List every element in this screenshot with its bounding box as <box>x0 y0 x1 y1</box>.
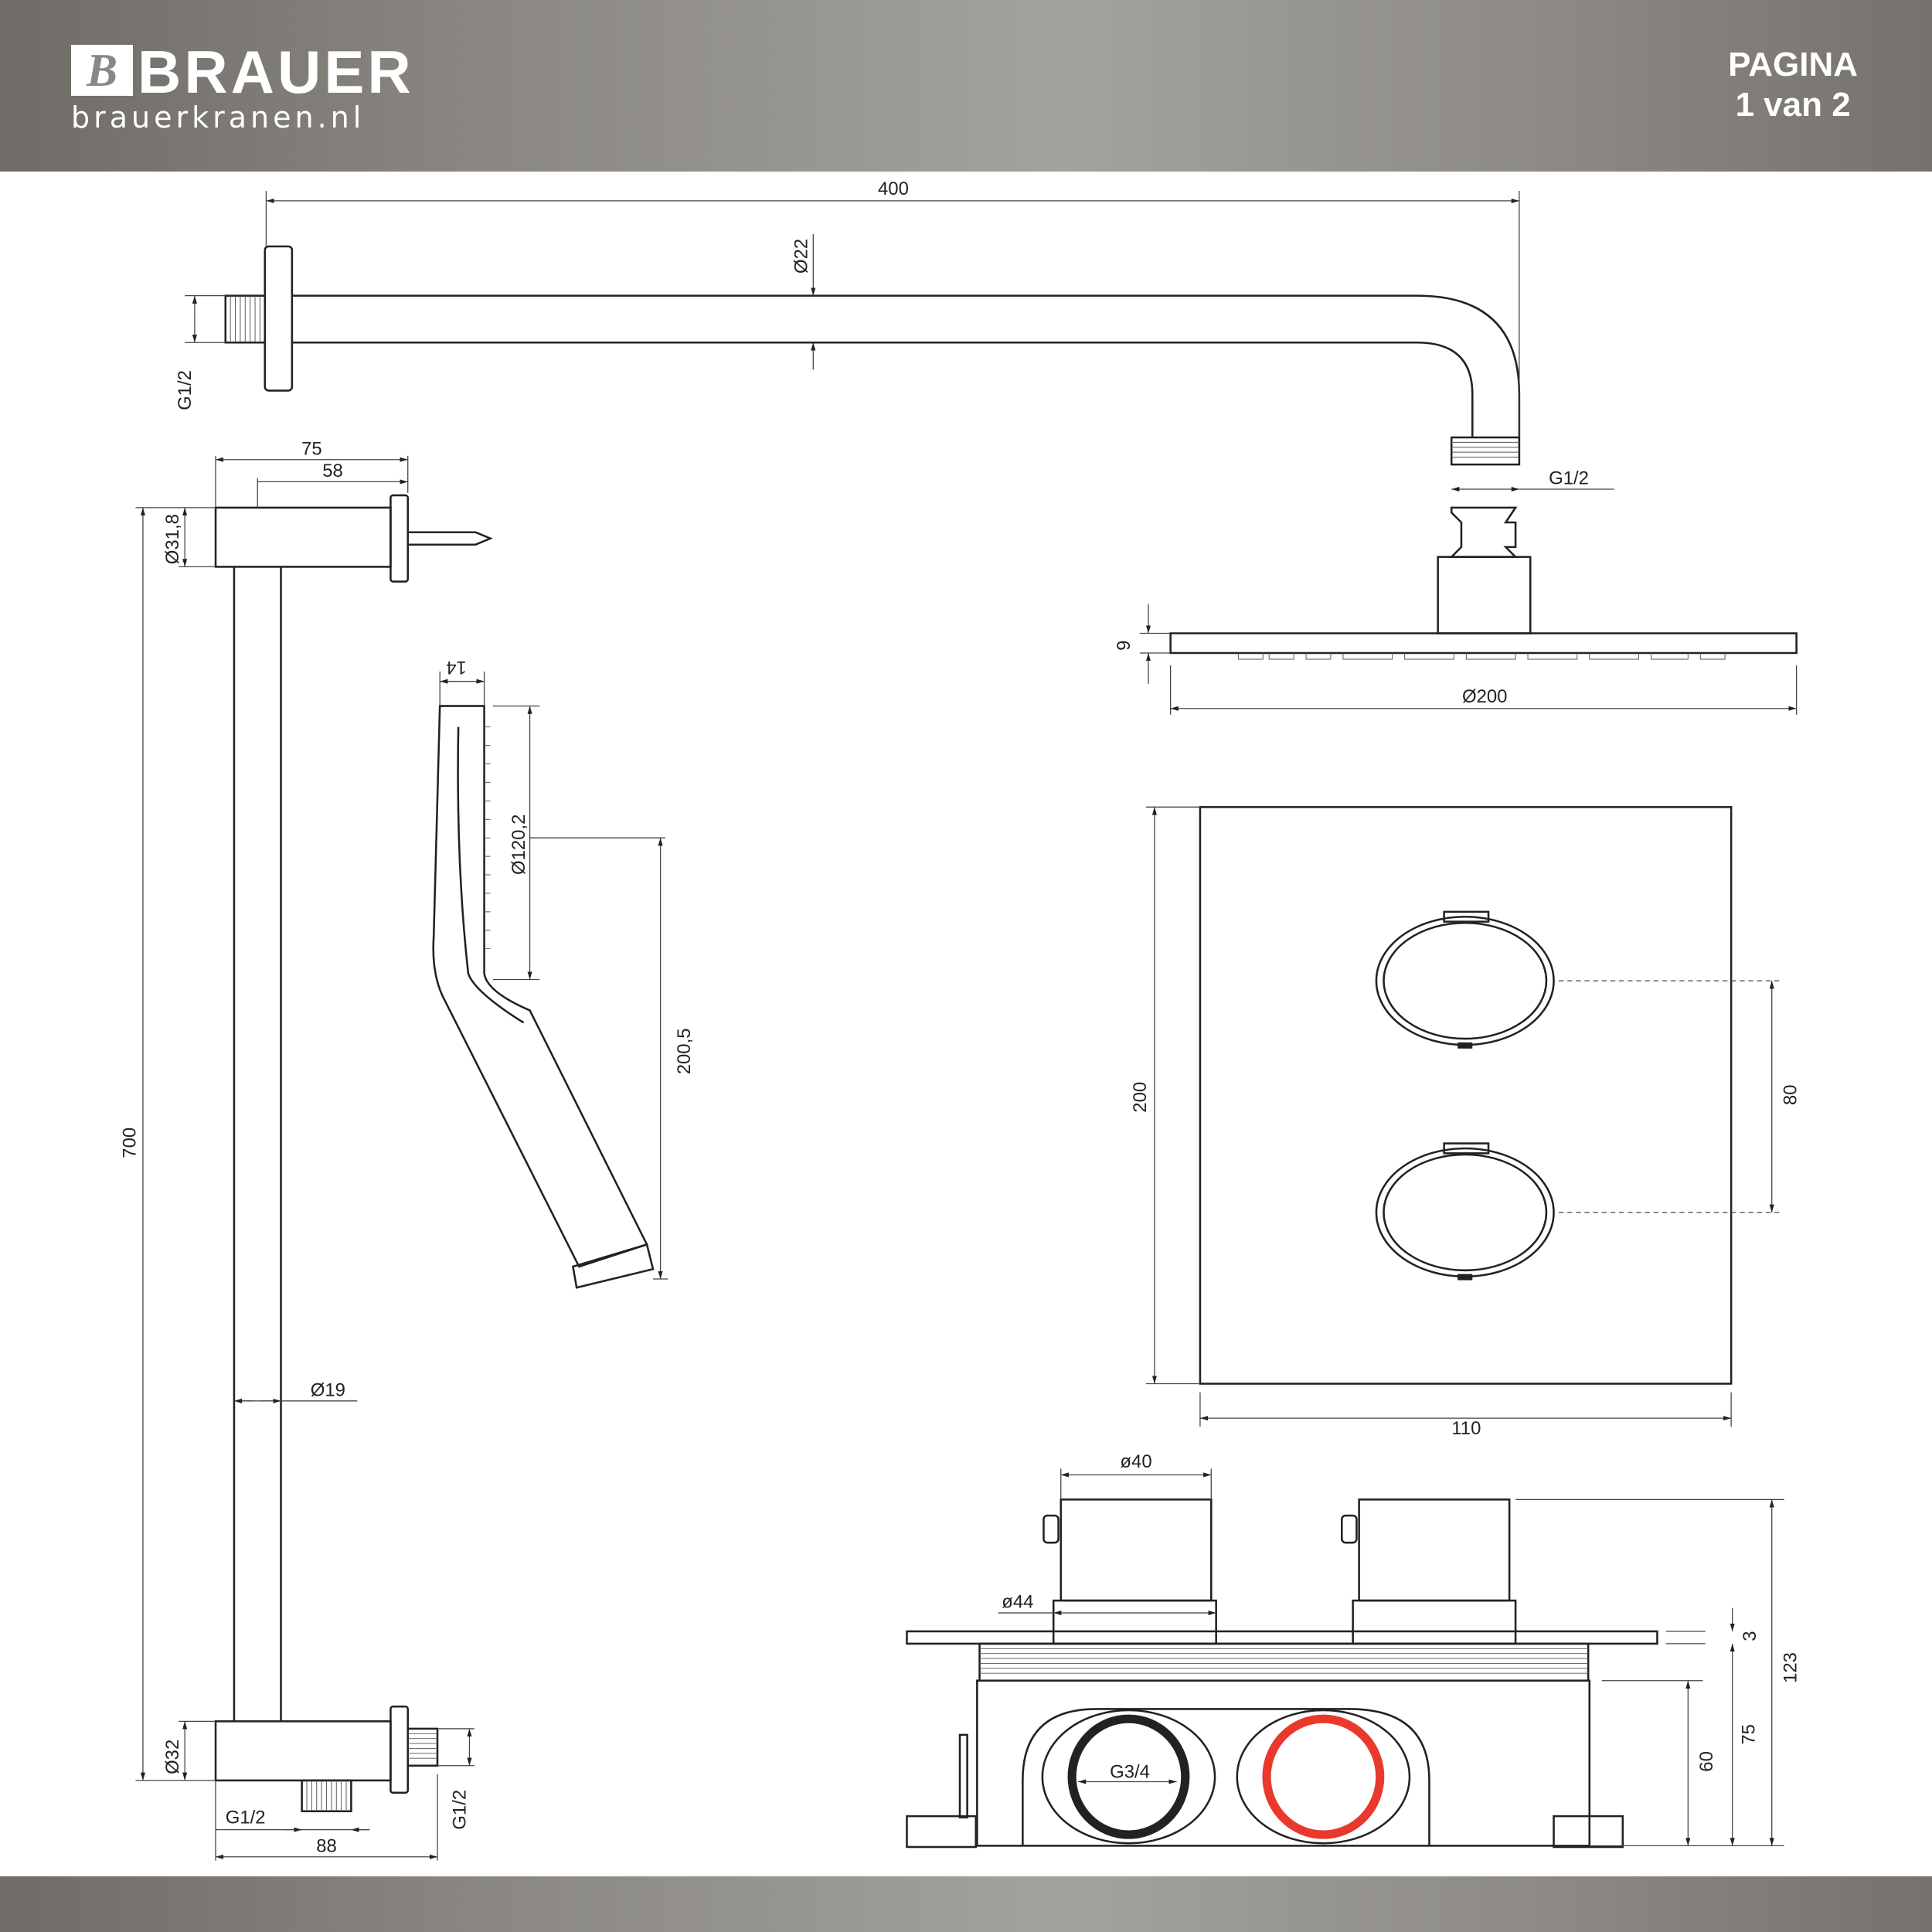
dim-box-depth: 75 <box>1738 1724 1759 1745</box>
brand-mark-icon: B <box>71 45 133 96</box>
dim-plate-width: 110 <box>1451 1418 1481 1439</box>
cold-inlet-ring <box>1067 1714 1190 1839</box>
dim-knob-diameter: ø40 <box>1120 1451 1151 1472</box>
dim-rosette-diameter: ø44 <box>1002 1592 1033 1613</box>
dim-head-thread: G1/2 <box>1549 468 1589 489</box>
dim-outlet-diameter: Ø32 <box>162 1740 183 1774</box>
footer-banner <box>0 1876 1932 1932</box>
shower-arm: 400 Ø22 G1/2 G1/2 <box>175 179 1614 492</box>
dim-arm-diameter: Ø22 <box>791 239 811 274</box>
dim-head-height: 9 <box>1114 641 1134 651</box>
dim-arm-thread: G1/2 <box>175 370 196 410</box>
dim-knob-spacing: 80 <box>1781 1085 1801 1106</box>
dim-plate-height: 200 <box>1130 1082 1151 1113</box>
hot-inlet-ring <box>1262 1714 1385 1839</box>
dim-holder-inner: 58 <box>322 461 343 481</box>
dim-outlet-thread-side: G1/2 <box>450 1790 471 1830</box>
dim-arm-length: 400 <box>878 179 909 199</box>
knob-bottom-front <box>1375 1142 1555 1281</box>
thermostat-side-view: G3/4 ø40 ø44 3 123 75 60 <box>906 1451 1801 1849</box>
dim-hand-diameter: Ø120,2 <box>509 815 529 875</box>
dim-outlet-thread-bottom: G1/2 <box>226 1808 266 1828</box>
dim-hand-thickness: 14 <box>446 657 467 678</box>
dim-plate-thickness: 3 <box>1740 1631 1760 1641</box>
dim-hand-length: 200,5 <box>674 1028 695 1074</box>
dim-holder-diameter: Ø31,8 <box>162 514 183 564</box>
slide-rail: 75 58 Ø31,8 700 Ø19 Ø32 G1/2 G1/2 88 <box>119 438 493 1861</box>
rain-shower-head: 9 Ø200 <box>1114 506 1798 715</box>
dim-inlet-thread: G3/4 <box>1110 1762 1150 1783</box>
knob-top-front <box>1375 910 1555 1049</box>
dim-rail-length: 700 <box>119 1128 140 1158</box>
dim-box-body: 60 <box>1696 1751 1717 1772</box>
page-indicator: PAGINA 1 van 2 <box>1728 45 1858 125</box>
dim-rail-diameter: Ø19 <box>311 1379 345 1400</box>
dim-head-diameter: Ø200 <box>1462 686 1507 707</box>
dim-total-depth: 123 <box>1781 1652 1801 1683</box>
website: brauerkranen.nl <box>71 100 366 134</box>
brand-name: BRAUER <box>138 38 414 106</box>
thermostat-plate-front: 200 80 110 <box>1130 806 1801 1439</box>
page-number: 1 van 2 <box>1735 86 1851 124</box>
page-label: PAGINA <box>1728 46 1858 83</box>
hand-shower: 14 Ø120,2 200,5 <box>432 657 695 1289</box>
dim-holder-width: 75 <box>301 438 322 459</box>
dim-outlet-width: 88 <box>316 1835 337 1856</box>
